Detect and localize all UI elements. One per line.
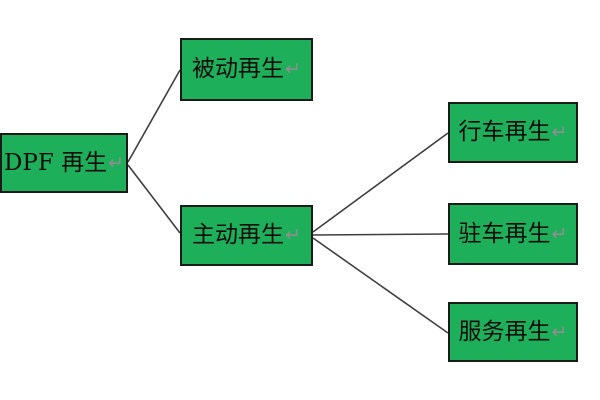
edge-dpf-active <box>127 164 181 234</box>
node-driving-regeneration: 行车再生↵ <box>448 102 578 163</box>
node-label: 驻车再生 <box>458 220 551 247</box>
return-mark-icon: ↵ <box>108 151 125 174</box>
edge-active-driving <box>312 132 449 233</box>
node-label: 行车再生 <box>458 119 551 145</box>
node-passive-regeneration: 被动再生↵ <box>180 38 313 101</box>
return-mark-icon: ↵ <box>551 222 568 245</box>
edge-dpf-passive <box>127 69 181 163</box>
node-dpf-regeneration: DPF 再生↵ <box>0 133 128 193</box>
node-label: 主动再生 <box>192 222 285 248</box>
node-label: DPF 再生 <box>3 149 108 176</box>
node-label: 被动再生 <box>192 56 285 82</box>
return-mark-icon: ↵ <box>285 58 301 80</box>
node-service-regeneration: 服务再生↵ <box>448 302 578 362</box>
return-mark-icon: ↵ <box>551 121 568 143</box>
node-parking-regeneration: 驻车再生↵ <box>448 203 578 265</box>
node-active-regeneration: 主动再生↵ <box>180 205 313 266</box>
edge-active-parking <box>312 233 449 236</box>
return-mark-icon: ↵ <box>285 224 301 246</box>
return-mark-icon: ↵ <box>551 320 568 343</box>
edge-active-service <box>312 237 449 334</box>
node-label: 服务再生 <box>458 318 551 345</box>
